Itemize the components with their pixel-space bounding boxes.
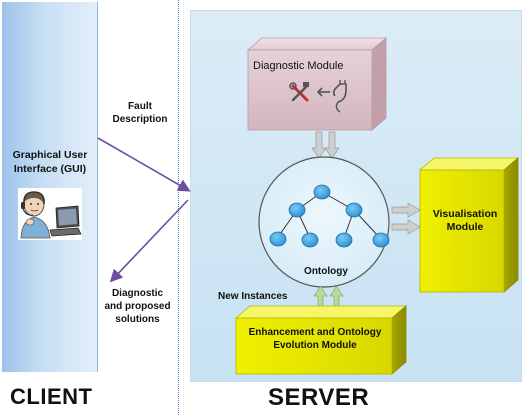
ontology-to-visualisation-arrows: [391, 202, 421, 235]
person-at-laptop-icon: [18, 188, 82, 240]
ontology-label: Ontology: [304, 266, 348, 277]
fault-label-line2: Description: [112, 114, 168, 125]
diagnostic-solutions-arrow: [109, 199, 189, 283]
enhancement-module-box: [234, 305, 408, 375]
ontology-tree-nodes: [269, 184, 390, 248]
ontology-node: [269, 231, 287, 247]
fault-label-line1: Fault: [128, 101, 152, 112]
vis-label-line1: Visualisation: [432, 208, 498, 220]
diagnostic-to-ontology-arrows: [311, 131, 340, 159]
visualisation-module-label: Visualisation Module: [425, 208, 505, 234]
ontology-node: [372, 232, 390, 248]
diag-label-line1: Diagnostic: [111, 288, 164, 299]
fault-description-arrow: [97, 137, 191, 192]
diagnostic-solutions-label: Diagnostic and proposed solutions: [95, 287, 180, 326]
ontology-node: [335, 232, 353, 248]
ontology-node: [345, 202, 363, 218]
gui-label-line2: Interface (GUI): [13, 163, 87, 175]
diag-label-line3: solutions: [115, 314, 160, 325]
tools-icon: [289, 82, 309, 102]
client-server-divider: [178, 0, 179, 415]
diag-label-line2: and proposed: [104, 301, 171, 312]
enh-label-line1: Enhancement and Ontology: [248, 327, 382, 338]
enh-label-line2: Evolution Module: [273, 340, 357, 351]
plug-icon: [316, 80, 347, 113]
ontology-circle: [258, 156, 390, 288]
vis-label-line2: Module: [446, 221, 484, 233]
ontology-node-root: [313, 184, 331, 200]
enhancement-module-label: Enhancement and Ontology Evolution Modul…: [240, 326, 390, 352]
server-label: SERVER: [268, 384, 370, 411]
gui-label-line1: Graphical User: [12, 149, 88, 161]
ontology-node: [301, 232, 319, 248]
fault-description-label: Fault Description: [100, 100, 180, 126]
new-instances-label: New Instances: [218, 291, 288, 302]
client-label: CLIENT: [10, 384, 93, 409]
ontology-node: [288, 202, 306, 218]
diagnostic-module-label: Diagnostic Module: [253, 60, 344, 72]
diagnostic-module-box: [246, 37, 388, 131]
visualisation-module-box: [418, 157, 520, 293]
gui-label: Graphical User Interface (GUI): [4, 148, 96, 176]
client-panel: [2, 2, 98, 372]
